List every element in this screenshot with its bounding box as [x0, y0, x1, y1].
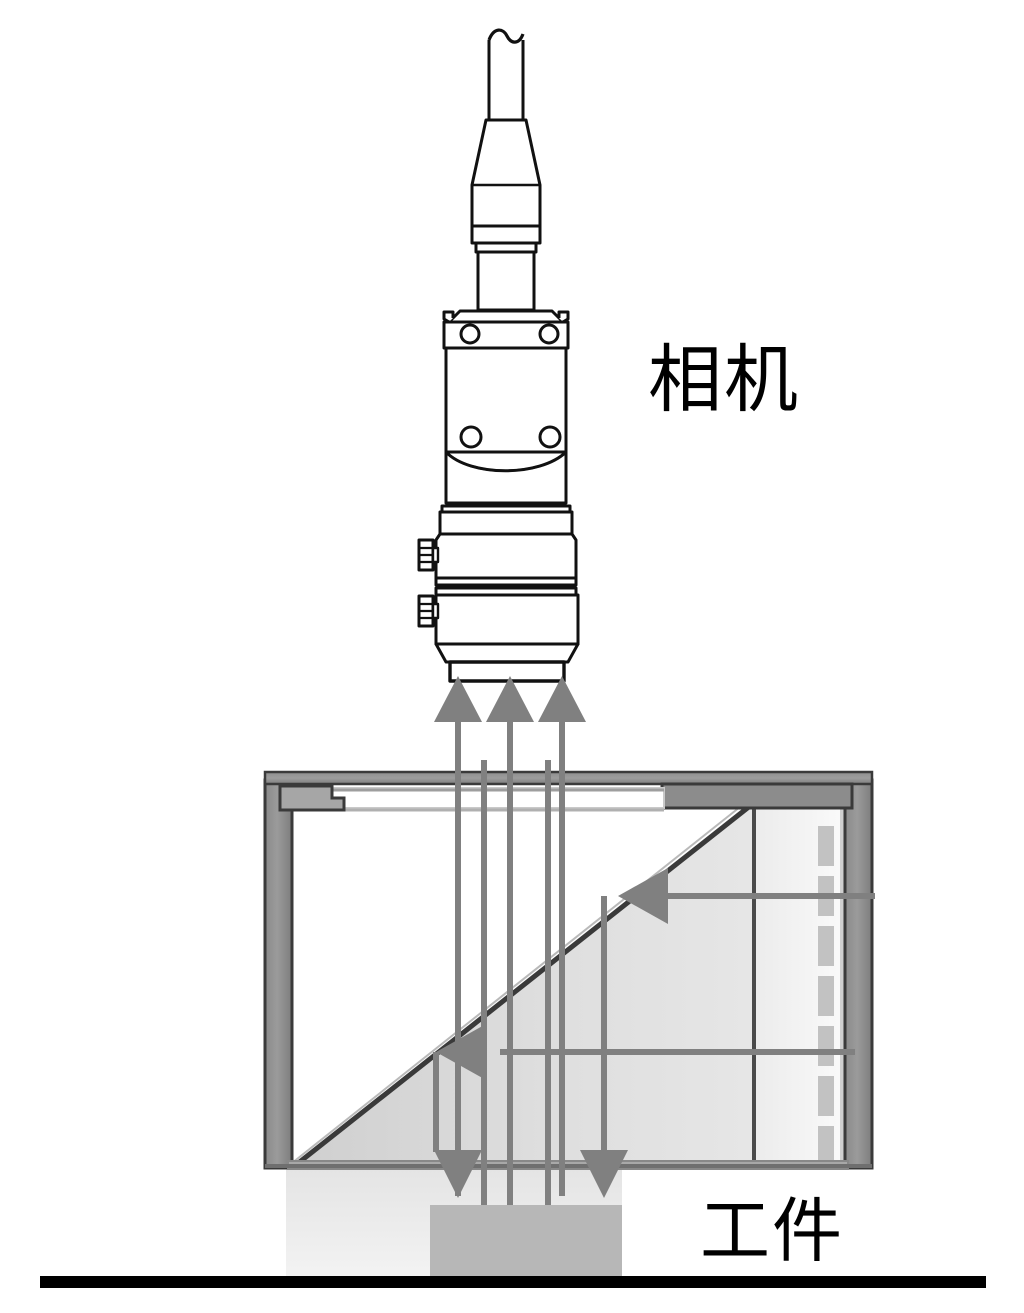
led-chip [818, 826, 834, 866]
ray-arrowheads-down [434, 1150, 628, 1198]
led-chip [818, 1126, 834, 1160]
arrowhead-up [486, 676, 534, 722]
housing-right-wall [843, 778, 874, 1170]
arrowhead-left [436, 1024, 486, 1080]
arrowhead-down [434, 1150, 482, 1198]
focus-knob-lower[interactable] [417, 594, 440, 628]
camera-body-upper [442, 320, 570, 350]
ground-baseline [40, 1276, 986, 1288]
ray-arrowheads-up [434, 676, 586, 722]
arrowhead-left [618, 868, 668, 924]
strain-relief-cone [470, 118, 542, 228]
coaxial-light-housing [263, 770, 874, 1170]
arrowhead-down [580, 1150, 628, 1198]
light-ray-paths [455, 700, 875, 1218]
focus-knob-upper[interactable] [417, 538, 440, 572]
camera-body-lower [444, 450, 568, 505]
led-chip [818, 1026, 834, 1066]
housing-top-right-bar [660, 782, 854, 810]
arrowhead-up [538, 676, 586, 722]
beam-splitter-mirror-highlight [291, 798, 751, 1164]
mounting-hole [538, 425, 562, 449]
beam-splitter-mirror-line [290, 800, 757, 1170]
lens-adapter-ring [438, 504, 574, 536]
lens-mount-flange [448, 660, 566, 683]
mounting-hole [459, 323, 481, 345]
lens-barrel-upper [434, 532, 578, 587]
camera-neck [476, 250, 536, 312]
top-left-bracket-notch [278, 784, 346, 812]
lens-barrel-lower [434, 586, 580, 664]
workpiece-label: 工件 [700, 1190, 844, 1272]
led-chip [818, 976, 834, 1016]
led-chip-array [818, 826, 834, 1160]
workpiece-block [430, 1205, 622, 1285]
camera-label: 相机 [648, 337, 800, 423]
housing-top-rail [263, 770, 874, 786]
housing-left-wall [263, 778, 294, 1170]
arrowhead-up [434, 676, 482, 722]
mounting-hole [459, 425, 483, 449]
cable-stub-with-break-symbol [487, 28, 525, 120]
camera-assembly [417, 28, 580, 683]
camera-body-main [444, 346, 568, 454]
connector-collar [470, 224, 542, 254]
mounting-hole [538, 323, 560, 345]
ray-arrowheads-left [436, 868, 668, 1080]
led-chip [818, 926, 834, 966]
led-chip [818, 1076, 834, 1116]
